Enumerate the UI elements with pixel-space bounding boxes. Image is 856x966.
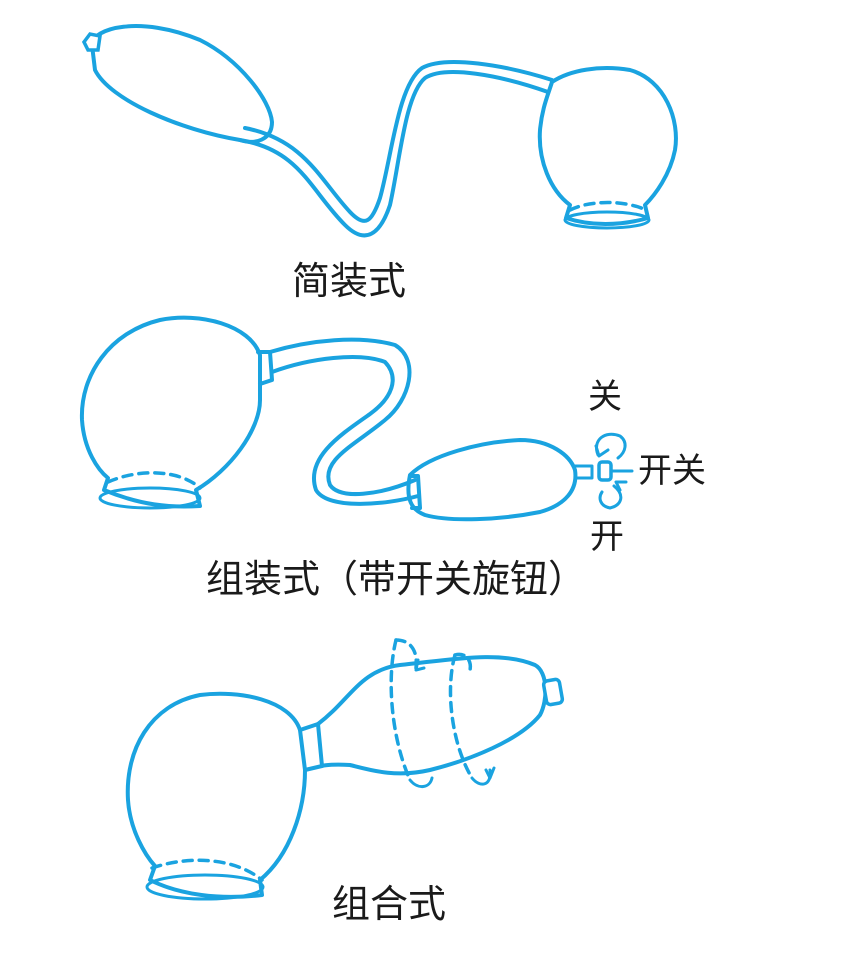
combined-cup-rim <box>145 873 265 901</box>
close-arrow-head <box>594 444 610 458</box>
label-switch: 开关 <box>638 451 706 491</box>
open-arrow-head <box>614 480 628 492</box>
caption-combined-type: 组合式 <box>332 882 447 926</box>
assembled-cup-dashed-rim <box>106 471 202 490</box>
assembled-cup-connector <box>256 350 274 386</box>
dashed-band-top-2 <box>453 652 473 672</box>
switch-knob <box>597 460 613 482</box>
simple-cupping-device <box>81 24 678 238</box>
band-arrow-head-2 <box>484 766 496 780</box>
simple-squeeze-bulb <box>90 24 274 144</box>
combined-bottle-body <box>316 655 548 776</box>
assembled-cup-rim <box>98 486 202 510</box>
assembled-cupping-device <box>79 315 634 522</box>
open-rotation-arrow <box>598 484 623 510</box>
combined-bottle-cap <box>541 677 565 707</box>
label-close: 关 <box>588 377 622 417</box>
assembled-squeeze-bulb <box>406 438 578 522</box>
assembled-cup <box>79 315 262 509</box>
dashed-band-front-2 <box>448 653 474 780</box>
dashed-band-front-1 <box>389 638 412 782</box>
close-rotation-arrow <box>595 432 627 460</box>
caption-simple-type: 简装式 <box>292 259 407 303</box>
combined-neck-connector <box>298 722 324 772</box>
combined-cupping-device <box>125 638 565 901</box>
assembled-bulb-collar <box>408 474 422 510</box>
band-arrow-2 <box>470 768 492 786</box>
caption-assembled-type: 组装式（带开关旋钮） <box>206 557 587 601</box>
combined-cup <box>125 691 307 899</box>
simple-cup-dashed-rim <box>568 200 648 212</box>
label-open: 开 <box>590 517 624 557</box>
simple-cup-rim <box>563 210 651 230</box>
assembled-tube-outer <box>268 337 417 497</box>
simple-bulb-tip <box>81 32 102 52</box>
band-arrow-1 <box>408 776 434 788</box>
combined-cup-dashed-rim <box>150 858 264 882</box>
assembled-tube-inner <box>270 355 420 506</box>
band-arrow-head-1 <box>414 658 426 672</box>
assembled-valve-stem <box>573 464 594 480</box>
simple-cup <box>537 66 678 226</box>
simple-tube-outer <box>238 70 550 238</box>
simple-tube-inner <box>243 60 554 223</box>
